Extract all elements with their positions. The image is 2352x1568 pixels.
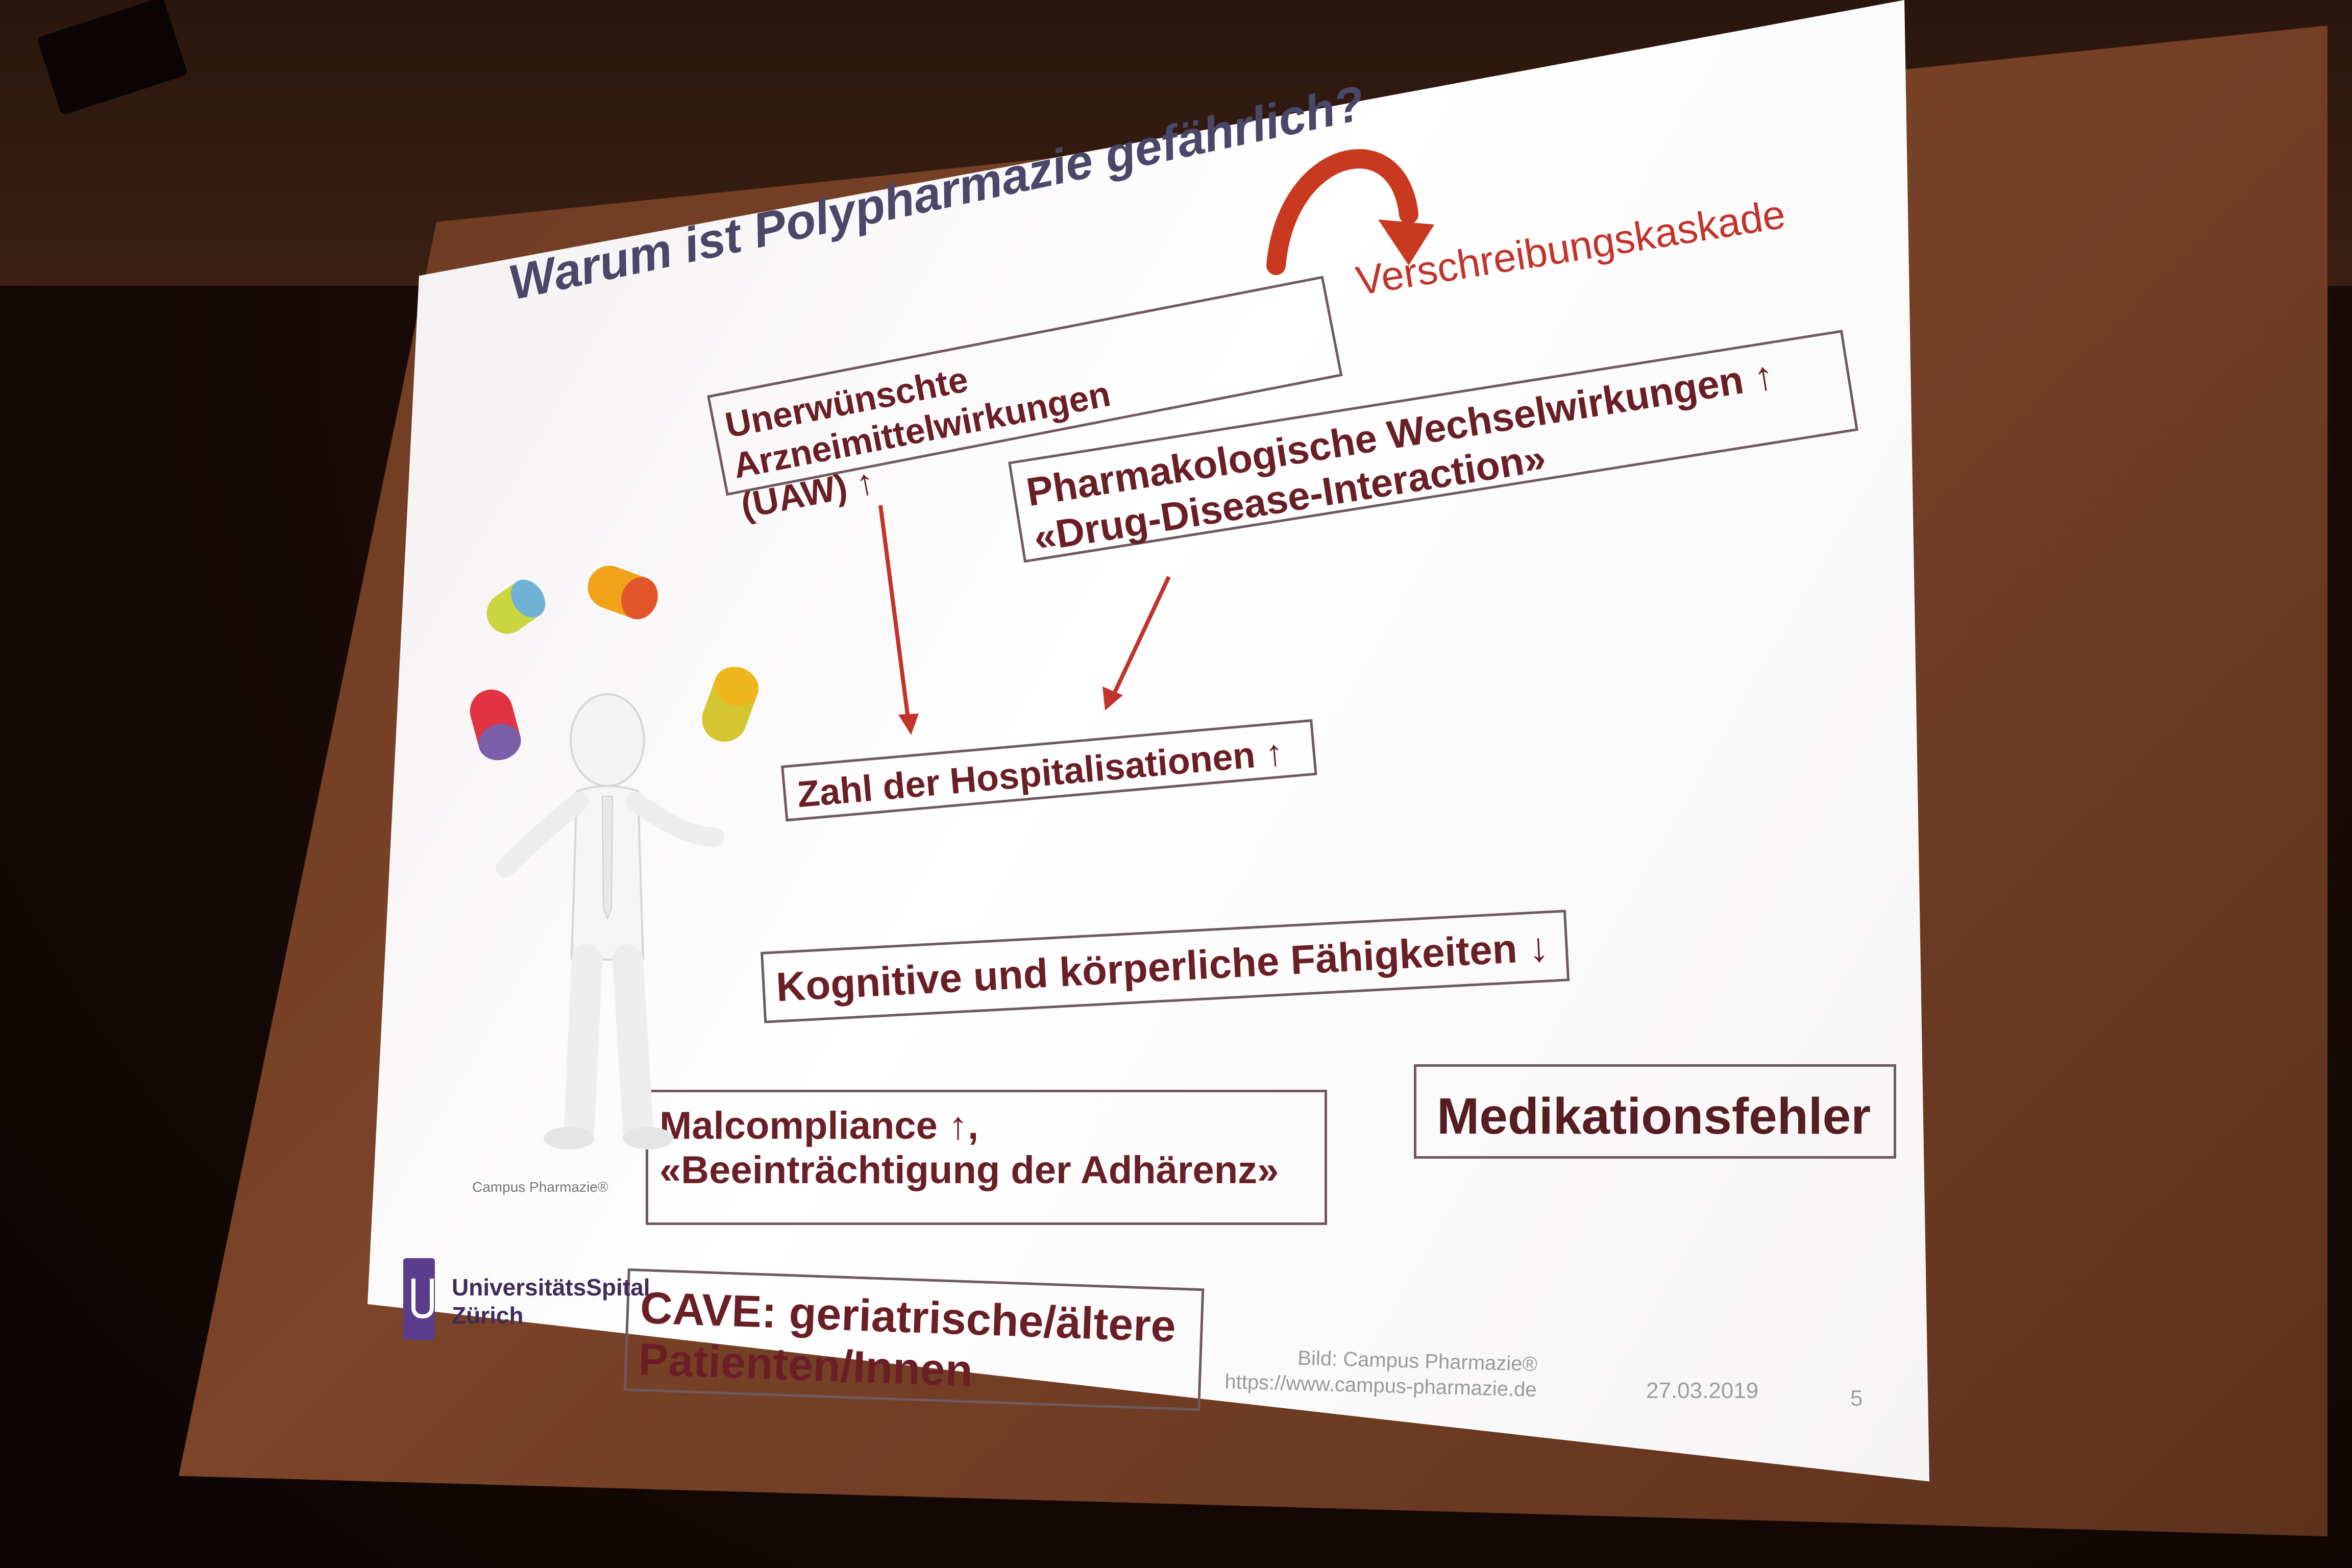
capsule-icon: [587, 566, 658, 620]
capsule-icon: [486, 579, 546, 634]
down-arrow-icon: [878, 505, 911, 723]
cave-box: CAVE: geriatrische/ältere Patienten/Inne…: [623, 1268, 1205, 1411]
juggling-figure-illustration: [470, 566, 759, 1149]
medication-errors-text: Medikationsfehler: [1437, 1088, 1871, 1145]
logo-line2: Zürich: [452, 1302, 524, 1329]
figure-caption: Campus Pharmazie®: [472, 1179, 608, 1195]
malcompliance-line1: Malcompliance ↑,: [659, 1104, 979, 1147]
slide-page-number: 5: [1850, 1386, 1863, 1411]
logo-line1: UniversitätsSpital: [452, 1274, 650, 1301]
capsule-icon: [470, 689, 521, 761]
curved-arrow-icon: [1266, 149, 1418, 275]
malcompliance-box: Malcompliance ↑, «Beeinträchtigung der A…: [646, 1090, 1327, 1225]
capsule-icon: [702, 667, 759, 742]
image-credit: Bild: Campus Pharmazie® https://www.camp…: [1224, 1343, 1538, 1403]
logo-text: UniversitätsSpital Zürich: [452, 1273, 650, 1330]
usz-logo-icon: [403, 1258, 435, 1340]
down-arrow-head: [898, 714, 919, 735]
curved-arrow-head: [1378, 219, 1434, 265]
university-hospital-logo: UniversitätsSpital Zürich: [403, 1258, 650, 1350]
medication-errors-box: Medikationsfehler: [1414, 1064, 1896, 1159]
diagonal-arrow-head: [1102, 687, 1123, 710]
slide-date: 27.03.2019: [1646, 1378, 1759, 1403]
diagonal-arrow-icon: [1111, 576, 1171, 698]
malcompliance-line2: «Beeinträchtigung der Adhärenz»: [659, 1148, 1279, 1192]
